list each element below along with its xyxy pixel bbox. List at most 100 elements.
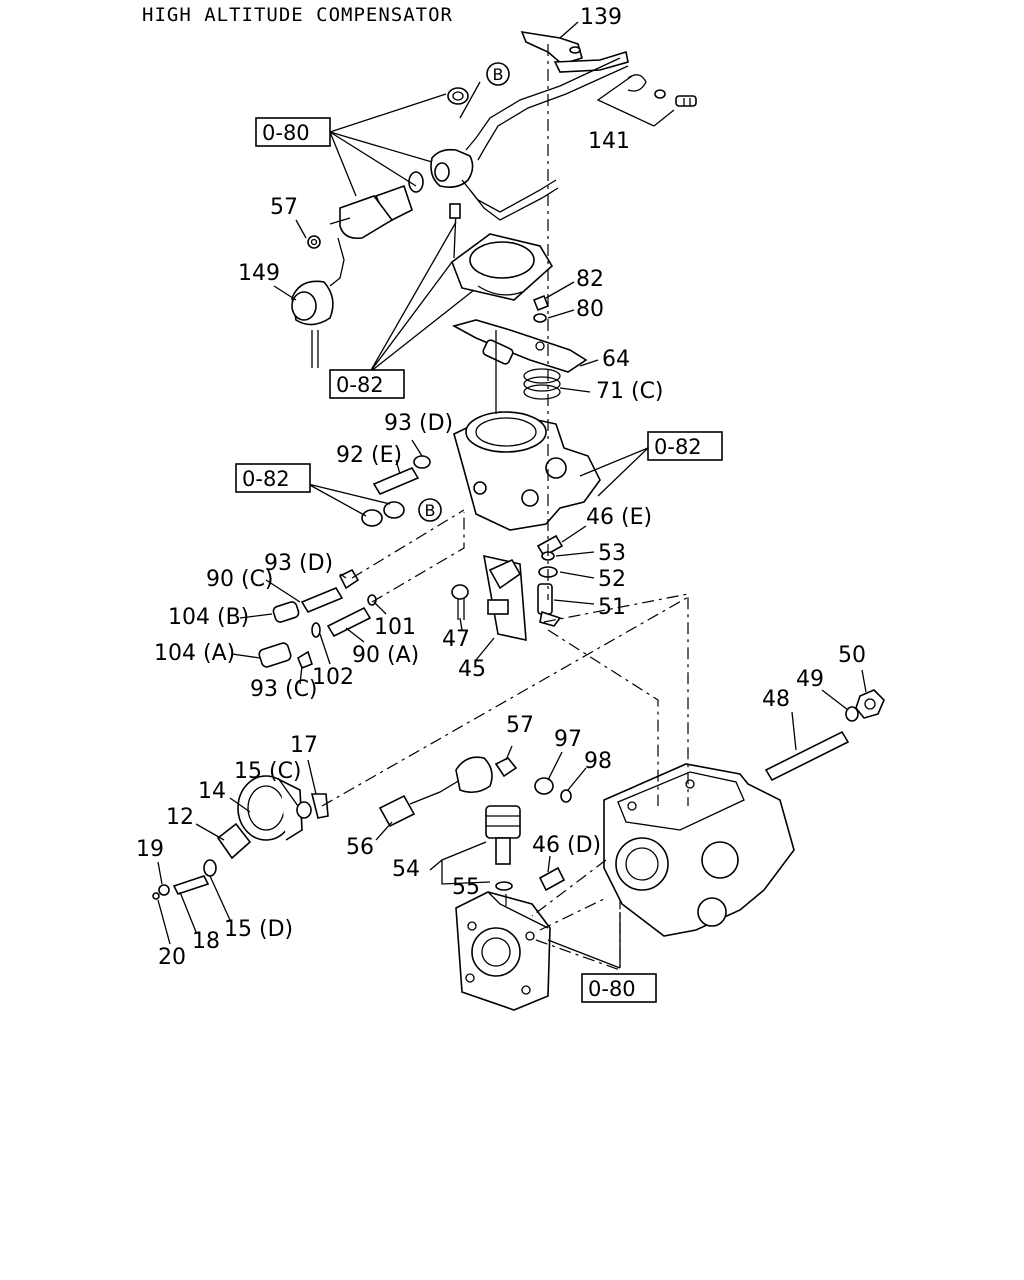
pin-51 <box>537 583 562 627</box>
label-54: 54 <box>392 857 420 882</box>
label-97: 97 <box>554 727 582 752</box>
assembly-center-lines <box>321 44 691 971</box>
label-47: 47 <box>442 627 470 652</box>
circle-marker-b-upper-text: B <box>493 65 504 84</box>
ref-box-0-82-left: 0-82 <box>329 369 405 399</box>
label-53: 53 <box>598 541 626 566</box>
label-104a: 104 (A) <box>154 641 235 666</box>
pipe-assembly <box>430 57 629 221</box>
label-71c: 71 (C) <box>596 379 664 404</box>
label-92e: 92 (E) <box>336 443 402 468</box>
label-15c: 15 (C) <box>234 759 302 784</box>
ref-0-82-right-text: 0-82 <box>654 435 702 459</box>
cam-ring-14 <box>237 775 303 841</box>
label-56: 56 <box>346 835 374 860</box>
screw-90c <box>300 586 344 614</box>
part-number-labels: 139 141 57 149 82 80 64 71 (C) 93 (D) 92… <box>136 5 866 970</box>
spring-46e <box>536 534 564 558</box>
spring-71c <box>523 368 561 400</box>
label-93c: 93 (C) <box>250 677 318 702</box>
label-80: 80 <box>576 297 604 322</box>
washer-49 <box>845 706 859 722</box>
ref-box-0-82-right: 0-82 <box>647 431 723 461</box>
actuator-body <box>307 171 424 249</box>
cap-104b <box>272 601 300 623</box>
ref-box-0-82-mid: 0-82 <box>235 463 311 493</box>
label-46d: 46 (D) <box>532 833 601 858</box>
label-48: 48 <box>762 687 790 712</box>
piece-12 <box>216 822 252 860</box>
ref-box-0-80-upper: 0-80 <box>255 117 331 147</box>
label-98: 98 <box>584 749 612 774</box>
label-18: 18 <box>192 929 220 954</box>
spring-46d <box>538 866 566 892</box>
label-102: 102 <box>312 665 354 690</box>
label-141: 141 <box>588 129 630 154</box>
circle-marker-b-lower-text: B <box>425 501 436 520</box>
label-64: 64 <box>602 347 630 372</box>
label-57-upper: 57 <box>270 195 298 220</box>
label-104b: 104 (B) <box>168 605 249 630</box>
nut-93c-and-washer-102 <box>297 622 321 670</box>
circle-marker-b-lower: B <box>418 498 442 522</box>
label-139: 139 <box>580 5 622 30</box>
circle-marker-b-upper: B <box>486 62 510 86</box>
bolt-18 <box>172 875 210 895</box>
bolt-47 <box>451 584 469 620</box>
flange-plate <box>455 891 551 1011</box>
lever-45 <box>483 554 527 642</box>
ref-0-82-mid-text: 0-82 <box>242 467 290 491</box>
label-55: 55 <box>452 875 480 900</box>
nut-57-lower <box>494 756 518 778</box>
label-93d-upper: 93 (D) <box>384 411 453 436</box>
sensor-149 <box>291 237 345 368</box>
cap-104a <box>258 642 292 668</box>
label-46e: 46 (E) <box>586 505 652 530</box>
screw-90a <box>326 594 377 638</box>
label-90c: 90 (C) <box>206 567 274 592</box>
diagram-title: HIGH ALTITUDE COMPENSATOR <box>142 4 453 26</box>
compensator-housing <box>453 330 601 531</box>
label-57-lower: 57 <box>506 713 534 738</box>
solenoid-54 <box>485 805 521 865</box>
label-14: 14 <box>198 779 226 804</box>
o-ring-55 <box>495 881 513 891</box>
label-15d: 15 (D) <box>224 917 293 942</box>
washer-15d <box>203 859 217 877</box>
label-93d-lower: 93 (D) <box>264 551 333 576</box>
label-19: 19 <box>136 837 164 862</box>
label-12: 12 <box>166 805 194 830</box>
washer-80 <box>533 313 547 323</box>
ref-0-82-left-text: 0-82 <box>336 373 384 397</box>
lever-plate-64 <box>451 319 588 373</box>
nut-82 <box>532 294 550 312</box>
nut-19-and-washer-20 <box>152 884 170 900</box>
clip-141 <box>627 74 697 107</box>
label-20: 20 <box>158 945 186 970</box>
plug-0-82 <box>361 501 405 527</box>
nut-50 <box>855 689 885 719</box>
label-17: 17 <box>290 733 318 758</box>
diaphragm-cover <box>449 203 554 301</box>
ref-box-0-80-lower: 0-80 <box>581 973 657 1003</box>
label-52: 52 <box>598 567 626 592</box>
washer-98 <box>560 789 572 803</box>
shaft-48 <box>764 730 850 782</box>
label-90a: 90 (A) <box>352 643 419 668</box>
pump-housing <box>603 763 795 937</box>
label-49: 49 <box>796 667 824 692</box>
label-149: 149 <box>238 261 280 286</box>
label-82: 82 <box>576 267 604 292</box>
bracket-139 <box>520 30 629 73</box>
ref-0-80-upper-text: 0-80 <box>262 121 310 145</box>
label-101: 101 <box>374 615 416 640</box>
plate-17 <box>310 793 329 819</box>
label-45: 45 <box>458 657 486 682</box>
label-50: 50 <box>838 643 866 668</box>
ref-0-80-lower-text: 0-80 <box>588 977 636 1001</box>
washer-b <box>447 87 469 105</box>
bolt-97 <box>534 777 554 795</box>
washer-15c <box>296 801 312 819</box>
